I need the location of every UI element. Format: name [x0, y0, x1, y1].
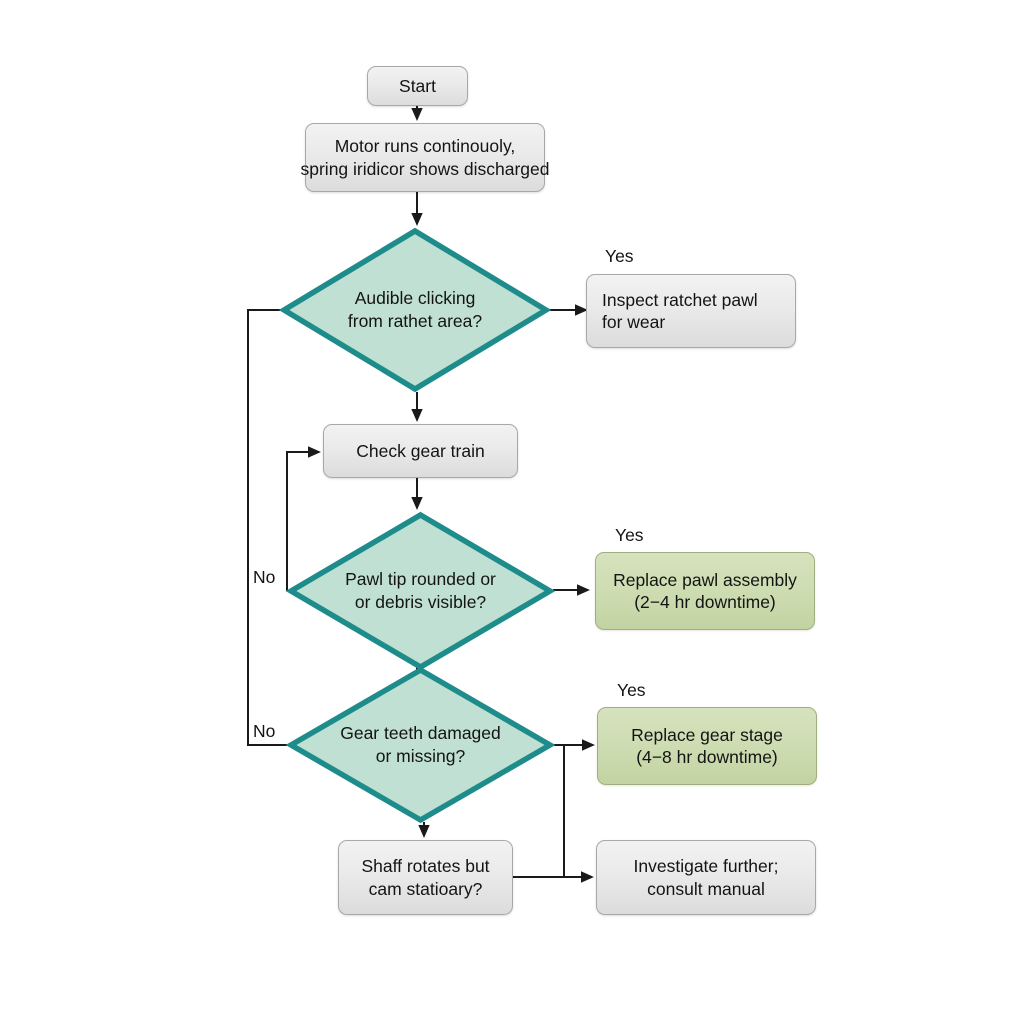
edge-label-no-clicking: No	[253, 567, 276, 587]
node-investigate-further-line2: consult manual	[647, 878, 765, 899]
node-check-gear-train-label: Check gear train	[356, 440, 485, 461]
node-replace-pawl-line1: Replace pawl assembly	[613, 569, 797, 590]
node-decision-shaft-line2: cam statioary?	[368, 878, 483, 899]
node-decision-pawl[interactable]: Pawl tip rounded or or debris visible?	[285, 511, 556, 671]
node-replace-gear-stage-line1: Replace gear stage	[631, 724, 783, 745]
node-replace-gear-stage[interactable]: Replace gear stage (4−8 hr downtime)	[597, 707, 817, 785]
node-replace-pawl[interactable]: Replace pawl assembly (2−4 hr downtime)	[595, 552, 815, 630]
node-decision-shaft-line1: Shaff rotates but	[361, 856, 490, 877]
edge-label-yes-pawl: Yes	[615, 525, 644, 545]
node-inspect-pawl-line2: for wear	[602, 312, 666, 332]
edge-label-no-gear: No	[253, 721, 276, 741]
node-decision-shaft[interactable]: Shaff rotates but cam statioary?	[338, 840, 513, 915]
node-symptom[interactable]: Motor runs continouoly, spring iridicor …	[301, 123, 550, 192]
node-inspect-pawl[interactable]: Inspect ratchet pawl for wear	[586, 274, 796, 348]
node-start-label: Start	[399, 75, 436, 96]
node-decision-clicking[interactable]: Audible clicking from rathet area?	[278, 227, 552, 393]
edge-label-yes-clicking: Yes	[605, 246, 634, 266]
edge-label-yes-gear: Yes	[617, 680, 646, 700]
node-symptom-line1: Motor runs continouoly,	[334, 136, 516, 157]
node-investigate-further-line1: Investigate further;	[633, 856, 779, 877]
node-symptom-line2: spring iridicor shows discharged	[300, 158, 550, 179]
node-investigate-further[interactable]: Investigate further; consult manual	[596, 840, 816, 915]
node-replace-pawl-line2: (2−4 hr downtime)	[634, 592, 776, 612]
node-replace-gear-stage-line2: (4−8 hr downtime)	[636, 747, 778, 767]
node-decision-gear-teeth[interactable]: Gear teeth damaged or missing?	[285, 666, 556, 824]
node-start[interactable]: Start	[367, 66, 468, 106]
node-check-gear-train[interactable]: Check gear train	[323, 424, 518, 478]
node-inspect-pawl-line1: Inspect ratchet pawl	[602, 289, 758, 310]
